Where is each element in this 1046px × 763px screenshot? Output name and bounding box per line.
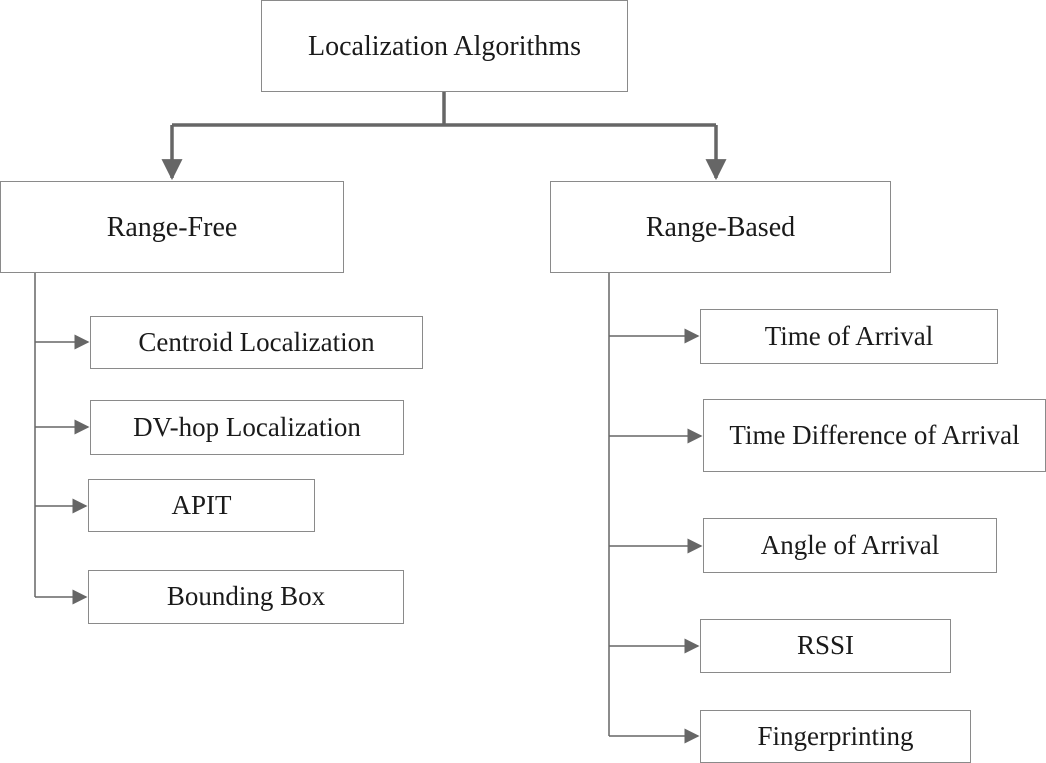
branch-label: Range-Based (645, 211, 796, 243)
leaf-label: APIT (171, 489, 232, 520)
leaf-rssi: RSSI (700, 619, 951, 673)
branch-range-free: Range-Free (0, 181, 344, 273)
root-connector (161, 90, 727, 181)
leaf-time-difference-of-arrival: Time Difference of Arrival (703, 399, 1046, 472)
leaf-label: Time of Arrival (764, 320, 934, 351)
leaf-label: Fingerprinting (757, 720, 914, 751)
leaf-label: Time Difference of Arrival (729, 419, 1020, 450)
leaf-angle-of-arrival: Angle of Arrival (703, 518, 997, 573)
leaf-centroid-localization: Centroid Localization (90, 316, 423, 369)
leaf-label: Centroid Localization (138, 326, 375, 357)
leaf-fingerprinting: Fingerprinting (700, 710, 971, 763)
range-free-connectors (34, 272, 90, 605)
leaf-label: Bounding Box (166, 581, 326, 612)
branch-range-based: Range-Based (550, 181, 891, 273)
leaf-label: RSSI (796, 630, 855, 661)
branch-label: Range-Free (106, 211, 238, 243)
range-based-connectors (608, 272, 703, 744)
leaf-time-of-arrival: Time of Arrival (700, 309, 998, 364)
leaf-bounding-box: Bounding Box (88, 570, 404, 624)
leaf-label: Angle of Arrival (760, 529, 940, 560)
leaf-apit: APIT (88, 479, 315, 532)
leaf-label: DV-hop Localization (133, 411, 361, 442)
root-label: Localization Algorithms (308, 30, 581, 62)
leaf-dv-hop-localization: DV-hop Localization (90, 400, 404, 455)
root-node: Localization Algorithms (261, 0, 628, 92)
